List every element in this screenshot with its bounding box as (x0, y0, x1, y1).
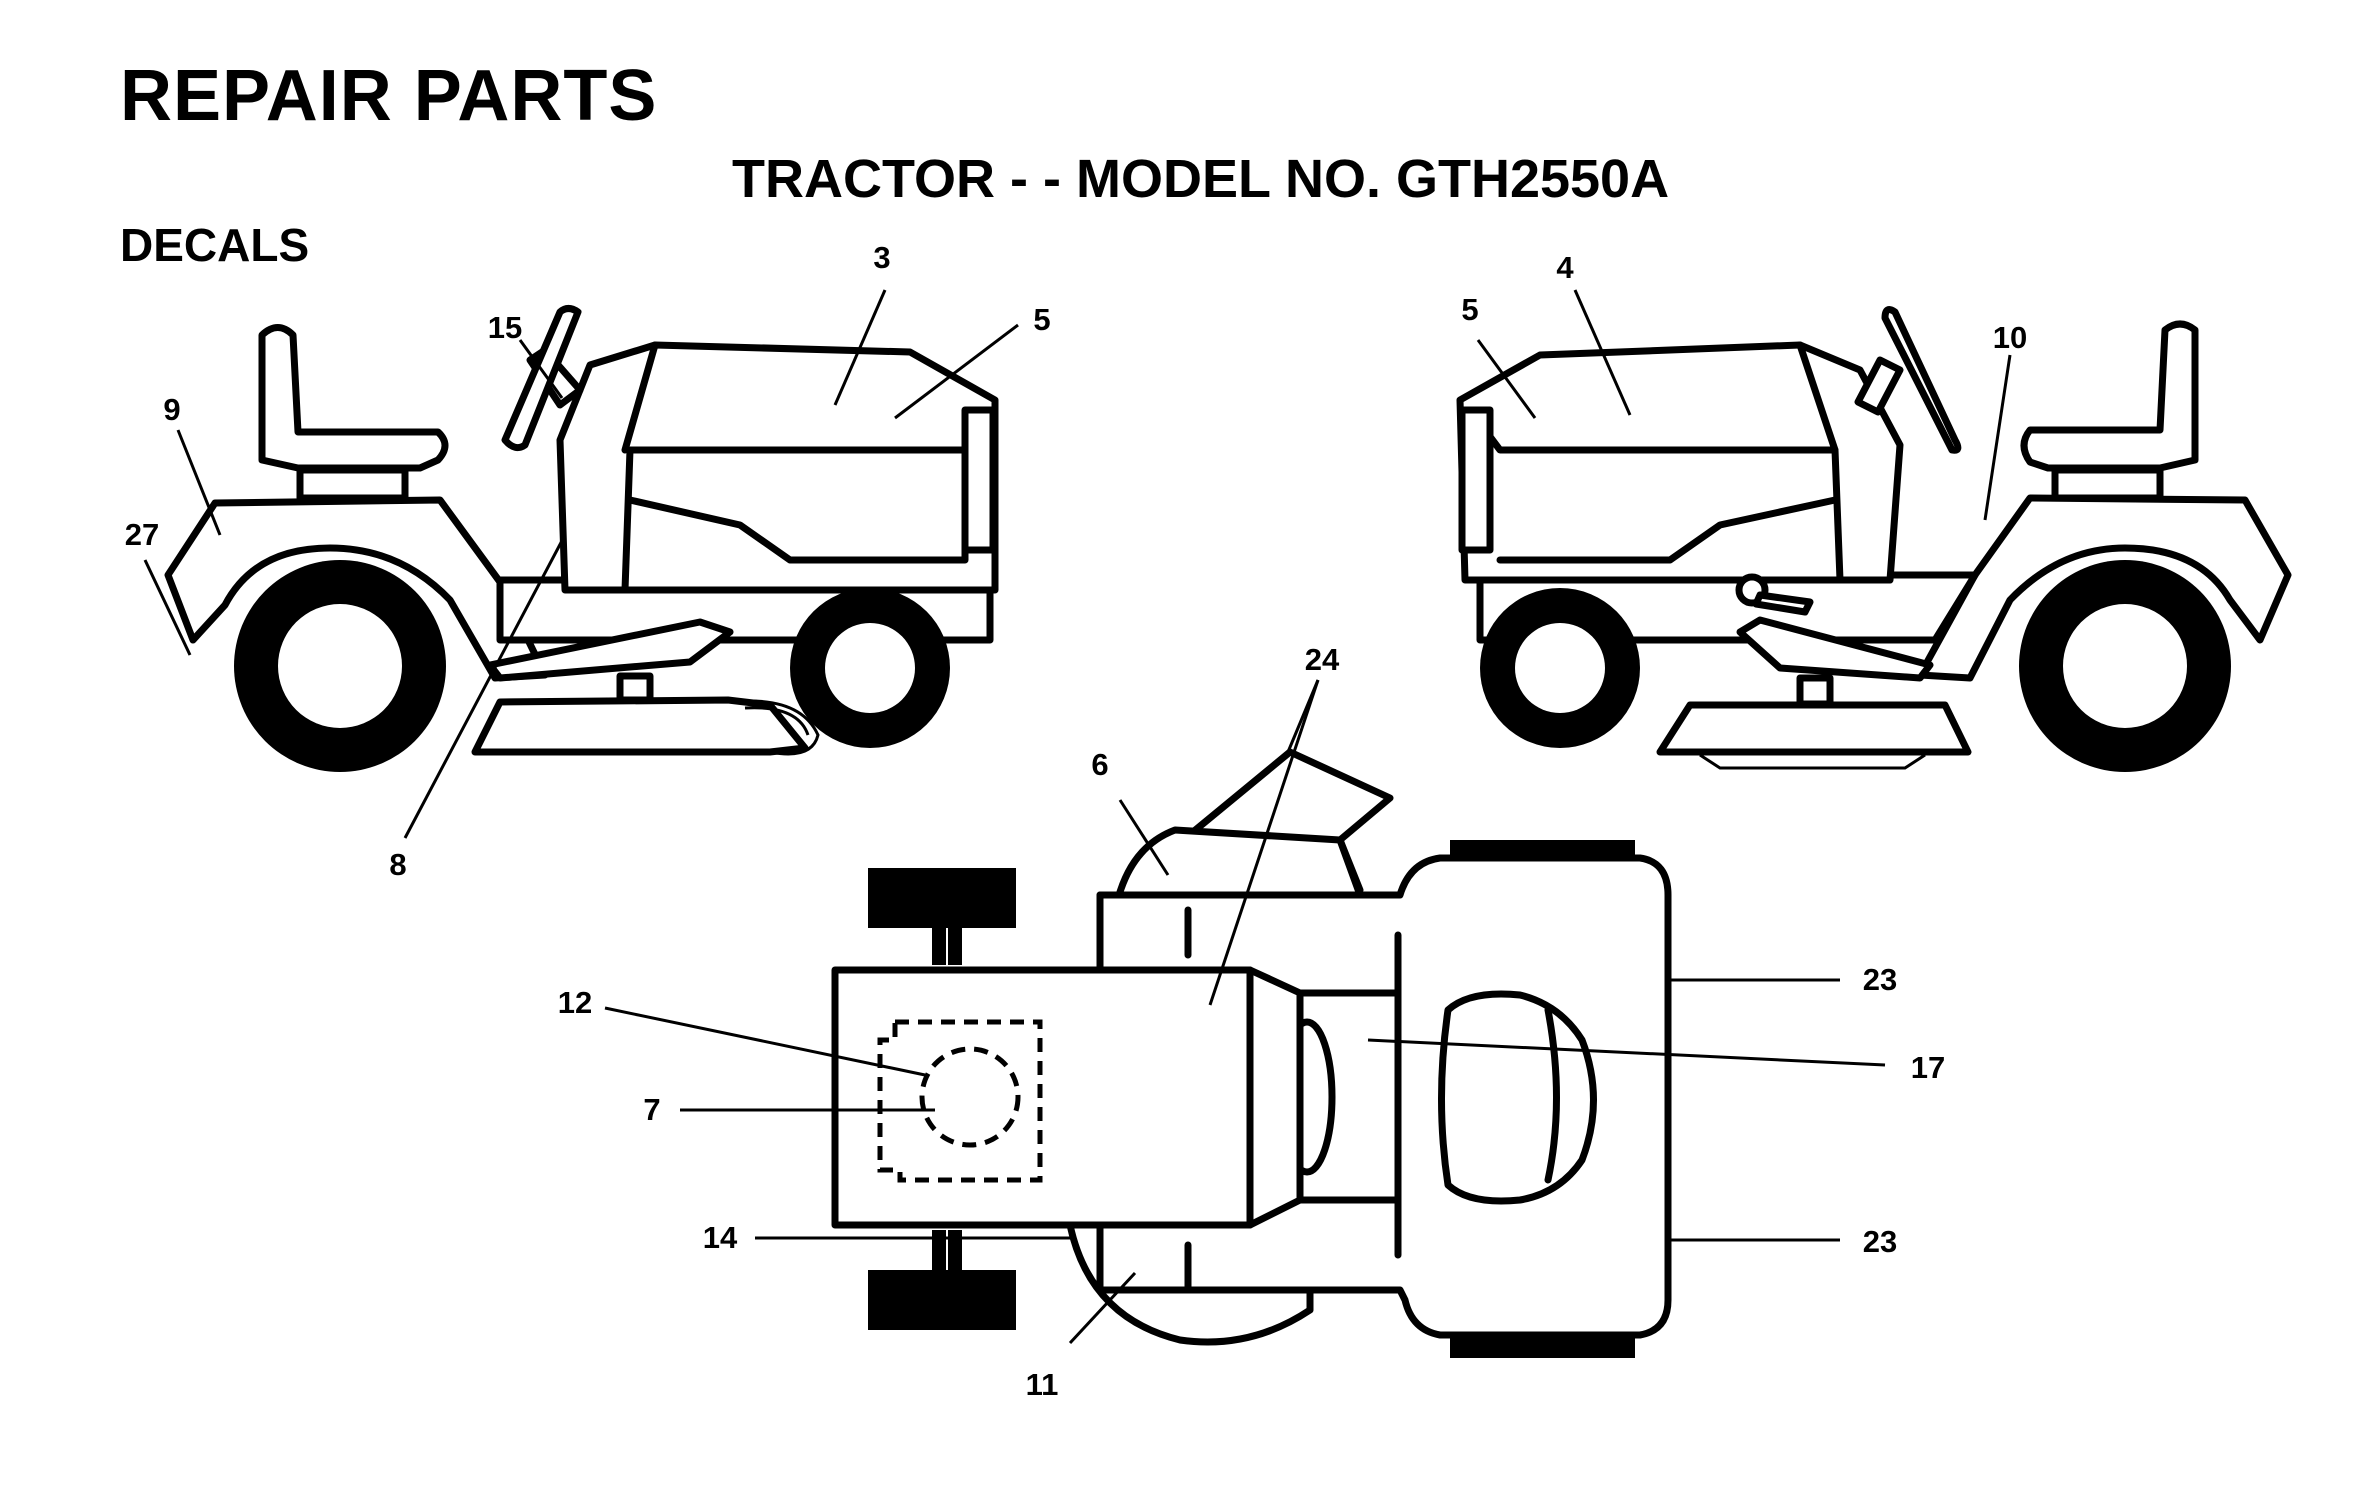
callout-17: 17 (1911, 1050, 1945, 1085)
seat-base (296, 466, 409, 502)
steering-column (1854, 356, 1904, 416)
model-subtitle: TRACTOR - - MODEL NO. GTH2550A (732, 149, 1670, 209)
steering-wheel (501, 305, 582, 452)
footrest (486, 618, 734, 682)
tractor-top-view (831, 748, 1672, 1358)
callout-7: 7 (643, 1092, 660, 1127)
seat (258, 324, 449, 472)
hood-decal-area (877, 1019, 1043, 1183)
callout-27: 27 (125, 517, 159, 552)
callout-14: 14 (703, 1220, 738, 1255)
grille (1458, 406, 1494, 554)
mower-deck (1656, 701, 1972, 756)
callout-8: 8 (389, 847, 406, 882)
page-title: REPAIR PARTS (120, 56, 658, 136)
deck-support (1796, 674, 1834, 708)
callout-3: 3 (873, 240, 890, 275)
seat (2020, 320, 2199, 472)
steering-wheel (1881, 306, 1962, 454)
seat-top (1438, 990, 1597, 1205)
rear-fender (164, 496, 549, 682)
tractor-right-side-view (1456, 306, 2292, 772)
deck-skirt (1699, 753, 1926, 770)
tractor-left-side-view (164, 305, 999, 772)
callout-10: 10 (1993, 320, 2027, 355)
footrest (1736, 616, 1934, 682)
grille (961, 406, 997, 554)
hood-center-decal (919, 1046, 1021, 1148)
hood-top (831, 966, 1304, 1229)
front-wheel-bottom (868, 1270, 1016, 1330)
callout-labels: 3 5 15 9 27 8 4 5 10 24 6 12 7 14 11 23 … (125, 240, 2027, 1402)
callout-9: 9 (163, 392, 180, 427)
callout-4: 4 (1556, 250, 1574, 285)
callout-15: 15 (488, 310, 522, 345)
callout-12: 12 (558, 985, 592, 1020)
seat-base (2051, 466, 2164, 502)
discharge-chute (729, 699, 820, 756)
front-wheel-top (868, 868, 1016, 928)
leader-lines (143, 289, 2012, 1345)
callout-24: 24 (1305, 642, 1340, 677)
rear-fender (1916, 494, 2292, 682)
section-heading: DECALS (120, 219, 310, 271)
callout-5: 5 (1033, 302, 1050, 337)
callout-5: 5 (1461, 292, 1478, 327)
callout-23: 23 (1863, 1224, 1897, 1259)
callout-11: 11 (1026, 1367, 1059, 1402)
deck-support (616, 672, 654, 704)
callout-23: 23 (1863, 962, 1897, 997)
callout-6: 6 (1091, 747, 1108, 782)
